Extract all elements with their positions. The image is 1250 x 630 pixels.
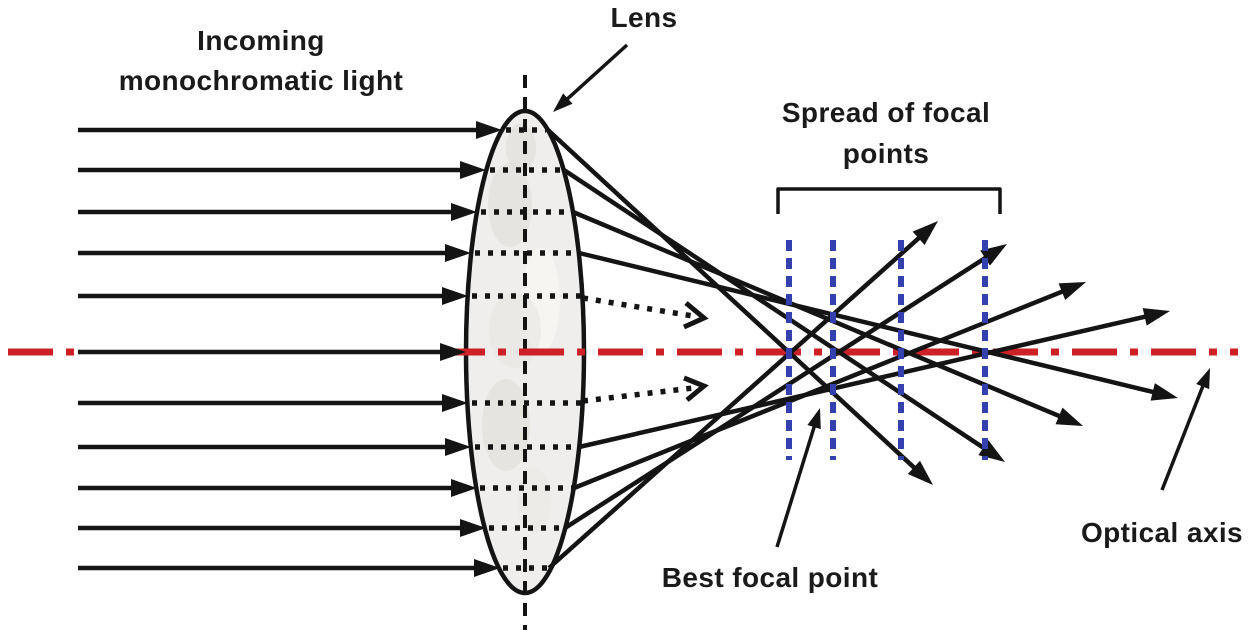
arrowhead-icon <box>1150 383 1178 401</box>
spread-bracket <box>776 187 1002 214</box>
arrowhead-icon <box>1196 368 1210 390</box>
arrowhead-icon <box>451 203 477 221</box>
focal-plane-lines <box>786 240 988 460</box>
arrowhead-icon <box>807 408 821 430</box>
lens-texture-blob <box>482 379 530 471</box>
arrowhead-icon <box>442 287 468 305</box>
refracted-ray <box>578 250 1161 396</box>
arrowhead-icon <box>442 394 468 412</box>
spread-label-line1: Spread of focal <box>782 97 990 128</box>
lens-texture-blob <box>489 292 541 368</box>
chevron-arrowhead-icon <box>683 375 709 402</box>
incoming-light-label-line2: monochromatic light <box>119 65 404 96</box>
arrowhead-icon <box>460 519 486 537</box>
arrowhead-icon <box>912 221 938 246</box>
arrowhead-icon <box>1142 308 1170 326</box>
arrowhead-icon <box>1058 282 1086 301</box>
lens-texture-blob <box>506 124 536 172</box>
incoming-rays <box>78 121 502 577</box>
lens-texture-blob <box>488 163 532 247</box>
arrowhead-icon <box>440 343 466 361</box>
arrowhead-icon <box>474 559 500 577</box>
lens-pointer-arrow <box>562 43 629 104</box>
paraxial-dotted-rays <box>582 295 709 404</box>
refracted-ray <box>562 168 992 454</box>
arrowhead-icon <box>1055 407 1083 426</box>
best-focal-point-label: Best focal point <box>662 562 878 593</box>
lens-texture-blob <box>517 467 551 533</box>
optical-axis-pointer-arrow <box>1160 380 1207 491</box>
paraxial-dotted-ray <box>582 295 694 319</box>
arrowhead-icon <box>553 93 573 112</box>
chevron-arrowhead-icon <box>682 301 709 330</box>
arrowhead-icon <box>445 244 471 262</box>
arrowhead-icon <box>460 161 486 179</box>
best-focal-pointer-arrow <box>775 420 818 548</box>
arrowhead-icon <box>451 479 477 497</box>
refracted-ray <box>578 312 1153 450</box>
arrowhead-icon <box>476 121 502 139</box>
refracted-ray <box>547 231 926 570</box>
refracted-ray <box>546 128 922 475</box>
spread-label-line2: points <box>843 138 929 169</box>
arrowhead-icon <box>907 460 933 485</box>
paraxial-dotted-ray <box>582 385 694 404</box>
lens-internal-dotted-rays <box>472 127 581 571</box>
arrowhead-icon <box>445 438 471 456</box>
incoming-light-label-line1: Incoming <box>197 25 325 56</box>
lens-label: Lens <box>611 2 678 33</box>
refracted-ray <box>563 251 993 530</box>
labels: Incoming monochromatic light Lens Spread… <box>119 2 1243 593</box>
optical-axis-label: Optical axis <box>1081 517 1243 548</box>
